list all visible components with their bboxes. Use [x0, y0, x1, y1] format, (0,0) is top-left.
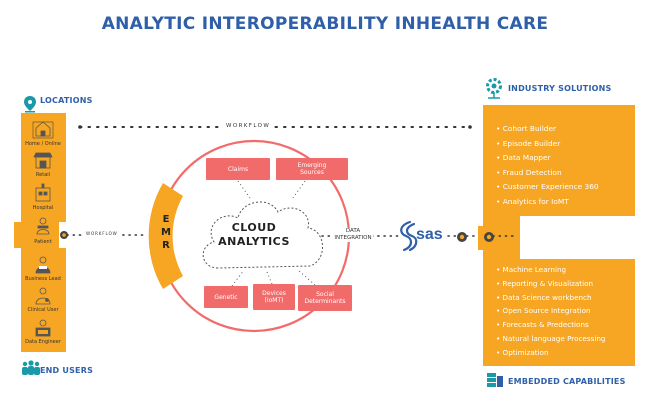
industry-solutions-header: INDUSTRY SOLUTIONS: [508, 84, 612, 93]
list-item: Fraud Detection: [496, 166, 599, 181]
industry-solutions-list: Cohort Builder Episode Builder Data Mapp…: [496, 122, 599, 209]
list-item: Natural language Processing: [496, 332, 606, 346]
patient-label: Patient: [34, 239, 52, 245]
people-icon: [22, 360, 40, 375]
list-item: Customer Experience 360: [496, 180, 599, 195]
pin-icon: [24, 96, 36, 113]
hospital-icon: [35, 183, 51, 202]
home-icon: [32, 121, 54, 139]
emr-letter-r: R: [162, 240, 170, 251]
devices-box: Devices(IoMT): [253, 284, 295, 310]
cloud-line-2: ANALYTICS: [218, 235, 290, 248]
location-hospital-label: Hospital: [32, 205, 54, 211]
workflow-dot-left: [78, 125, 82, 129]
list-item: Episode Builder: [496, 137, 599, 152]
box-connectors: [231, 180, 316, 287]
page-title: ANALYTIC INTEROPERABILITY INHEALTH CARE: [101, 14, 549, 34]
user-clinical-label: Clinical User: [27, 307, 59, 313]
list-item: Machine Learning: [496, 263, 605, 277]
business-lead-icon: [35, 256, 51, 274]
emr-arc: [148, 183, 183, 289]
list-item: Optimization: [496, 346, 605, 360]
workflow-label: WORKFLOW: [222, 123, 275, 129]
database-icon: [487, 373, 503, 387]
data-engineer-icon: [35, 319, 51, 337]
end-users-header: END USERS: [40, 366, 94, 375]
data-integration-label: DATA INTEGRATION: [333, 228, 373, 242]
location-retail-label: Retail: [35, 172, 51, 178]
list-item: Data Science workbench: [496, 291, 605, 305]
patient-icon: [36, 217, 50, 235]
workflow-small-label: WORKFLOW: [84, 231, 120, 236]
list-item: Analytics for IoMT: [496, 195, 599, 210]
claims-box: Claims: [206, 158, 270, 180]
store-icon: [33, 152, 53, 169]
locations-header: LOCATIONS: [40, 96, 93, 105]
workflow-dot-right: [468, 125, 472, 129]
emr-letter-m: M: [161, 227, 171, 238]
location-home-label: Home / Online: [25, 141, 61, 147]
list-item: Forecasts & Predections: [496, 318, 605, 332]
embedded-capabilities-header: EMBEDDED CAPABILITIES: [508, 377, 626, 386]
sas-logo: sas: [416, 226, 443, 243]
cloud-analytics-label: CLOUD ANALYTICS: [194, 221, 314, 249]
genetic-box: Genetic: [204, 286, 248, 308]
user-data-engineer-label: Data Engineer: [25, 339, 61, 345]
list-item: Open Source Integration: [496, 304, 605, 318]
clinical-user-icon: [35, 287, 51, 305]
cloud-line-1: CLOUD: [231, 221, 277, 234]
sas-swirl-icon: [400, 220, 418, 252]
emr-letter-e: E: [162, 214, 170, 225]
user-business-lead-label: Business Lead: [25, 276, 61, 282]
embedded-capabilities-list: Machine Learning Reporting & Visualizati…: [496, 263, 606, 360]
emr-label: E M R: [157, 213, 175, 252]
gear-network-icon: [486, 78, 502, 99]
list-item: Cohort Builder: [496, 122, 599, 137]
list-item: Reporting & Visualization: [496, 277, 605, 291]
list-item: Data Mapper: [496, 151, 599, 166]
cloud-icon: [202, 201, 323, 269]
